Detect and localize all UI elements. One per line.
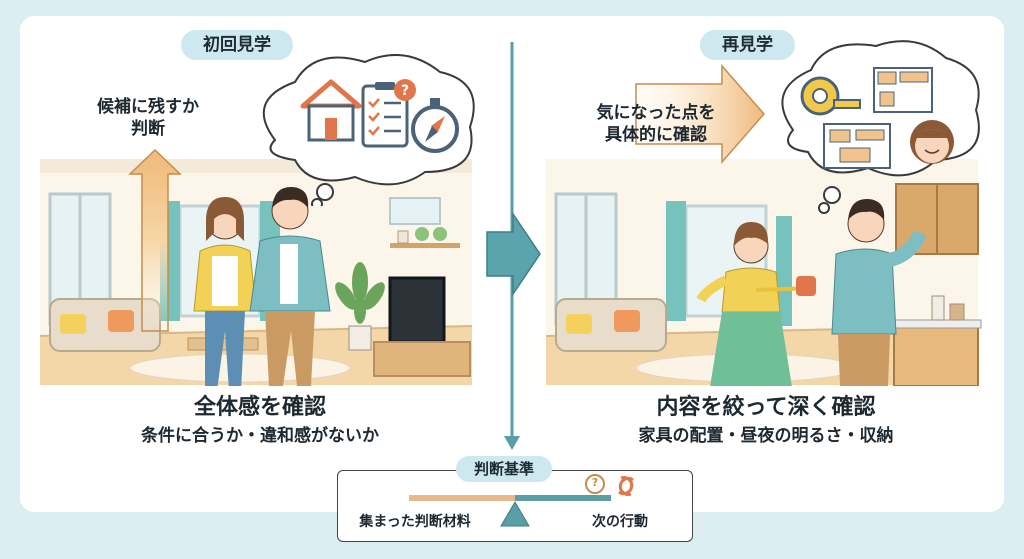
focus-arrow-icon	[635, 64, 765, 164]
tape-measure-icon	[800, 76, 861, 116]
balance-beam-right	[515, 495, 611, 501]
first-arrow-label-line2: 判断	[131, 119, 165, 139]
second-arrow-label-line2: 具体的に確認	[605, 125, 707, 145]
question-bubble-icon	[585, 474, 605, 494]
criteria-title: 判断基準	[456, 456, 553, 482]
woman-measuring-figure	[696, 222, 816, 386]
second-visit-badge: 再見学	[700, 30, 795, 60]
balance-beam-left	[409, 495, 515, 501]
compass-icon	[411, 98, 459, 153]
criteria-right-label: 次の行動	[592, 514, 648, 530]
first-visit-caption-title: 全体感を確認	[193, 395, 326, 420]
balance-fulcrum-icon	[500, 501, 530, 527]
second-visit-thought-bubble	[781, 40, 980, 214]
question-badge-icon: ?	[394, 79, 416, 101]
down-arrow-icon	[504, 436, 520, 450]
man-figure	[249, 186, 331, 386]
first-visit-illustration	[40, 148, 473, 386]
first-arrow-label-line1: 候補に残すか	[97, 97, 199, 117]
second-visit-caption-sub: 家具の配置・昼夜の明るさ・収納	[638, 426, 894, 446]
question-mark: ?	[591, 476, 599, 489]
first-arrow-label: 候補に残すか 判断	[68, 96, 228, 140]
first-visit-caption-sub: 条件に合うか・違和感がないか	[141, 426, 379, 446]
second-arrow-label-line1: 気になった点を	[596, 103, 716, 123]
first-visit-badge: 初回見学	[181, 30, 293, 60]
house-icon	[300, 79, 362, 142]
cycle-icon	[618, 476, 634, 496]
woman-avatar-icon	[910, 120, 954, 164]
svg-text:?: ?	[401, 83, 409, 99]
checklist-icon	[361, 82, 409, 148]
right-arrow-icon	[486, 211, 541, 297]
criteria-left-label: 集まった判断材料	[359, 514, 471, 530]
furniture-layout-icon	[823, 123, 891, 169]
first-visit-thought-bubble: ?	[262, 54, 475, 206]
man-reaching-figure	[831, 198, 927, 386]
up-arrow-icon	[128, 148, 182, 332]
second-visit-illustration	[546, 64, 982, 386]
woman-figure	[193, 197, 257, 386]
balance-scale	[409, 474, 634, 527]
second-arrow-label: 気になった点を 具体的に確認	[576, 102, 736, 146]
second-visit-caption-title: 内容を絞って深く確認	[656, 395, 876, 420]
floor-plan-icon	[873, 67, 933, 113]
